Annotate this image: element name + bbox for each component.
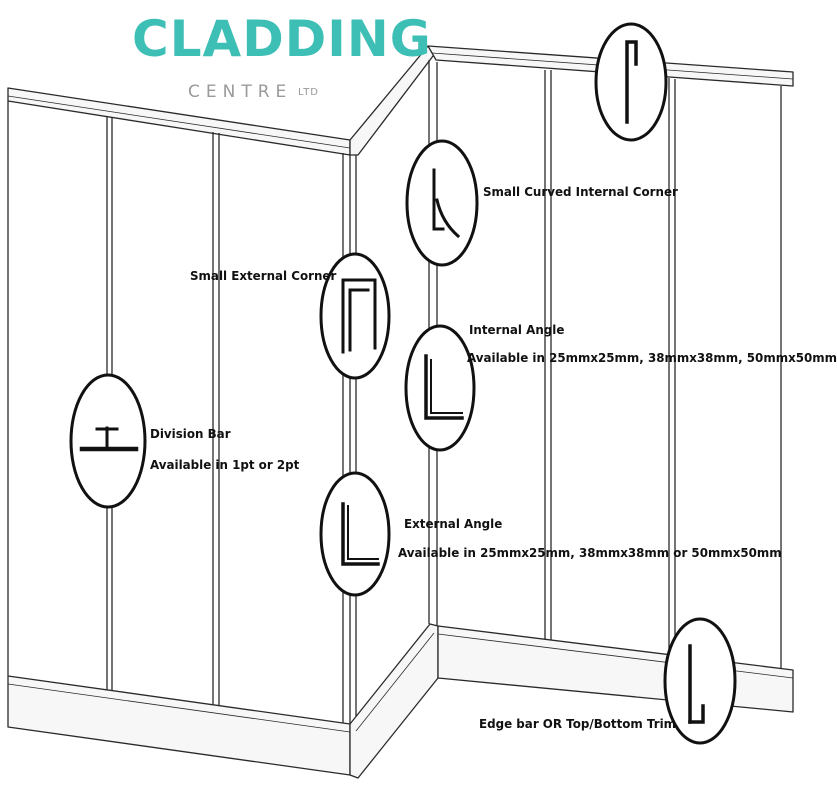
bottom-trim-diagonal [349, 623, 439, 779]
top-trim-callout [594, 22, 668, 142]
small-curved-internal-corner-callout [405, 139, 479, 267]
wall-illustration [7, 22, 794, 779]
top-trim-left [7, 87, 351, 156]
internal-angle-note: Available in 25mmx25mm, 38mmx38mm, 50mmx… [467, 350, 837, 365]
small-external-corner-profile-icon [341, 278, 377, 354]
brand-logo-suffix: LTD [298, 87, 320, 98]
top-trim-diagonal [349, 45, 437, 156]
brand-logo-subtitle: CENTRE [188, 82, 293, 102]
division-bar-profile-icon [79, 426, 139, 452]
small-curved-internal-corner-label: Small Curved Internal Corner [483, 184, 678, 199]
external-angle-profile-icon [341, 502, 380, 566]
internal-angle-label: Internal Angle [469, 322, 565, 337]
division-bar-label: Division Bar [150, 426, 231, 441]
small-curved-internal-corner-profile-icon [432, 168, 461, 239]
cladding-trims-diagram: CLADDING CENTRE LTD Division Bar Availab… [7, 10, 837, 779]
bottom-trim-left [7, 675, 351, 776]
top-trim-profile-icon [625, 40, 638, 124]
small-external-corner-callout [319, 252, 391, 380]
external-angle-label: External Angle [404, 516, 503, 531]
internal-angle-callout [404, 324, 476, 452]
bottom-trim-right [437, 625, 794, 713]
small-external-corner-label: Small External Corner [190, 268, 337, 283]
external-angle-callout [319, 471, 391, 597]
internal-angle-profile-icon [424, 354, 464, 420]
left-wall [7, 101, 351, 725]
brand-logo-title: CLADDING [132, 10, 432, 68]
edge-bar-profile-icon [688, 644, 705, 724]
edge-bar-callout [663, 617, 737, 745]
division-bar-note: Available in 1pt or 2pt [150, 457, 300, 472]
right-wall [544, 70, 782, 669]
edge-bar-label: Edge bar OR Top/Bottom Trim [479, 716, 677, 731]
external-angle-note: Available in 25mmx25mm, 38mmx38mm or 50m… [398, 545, 782, 560]
